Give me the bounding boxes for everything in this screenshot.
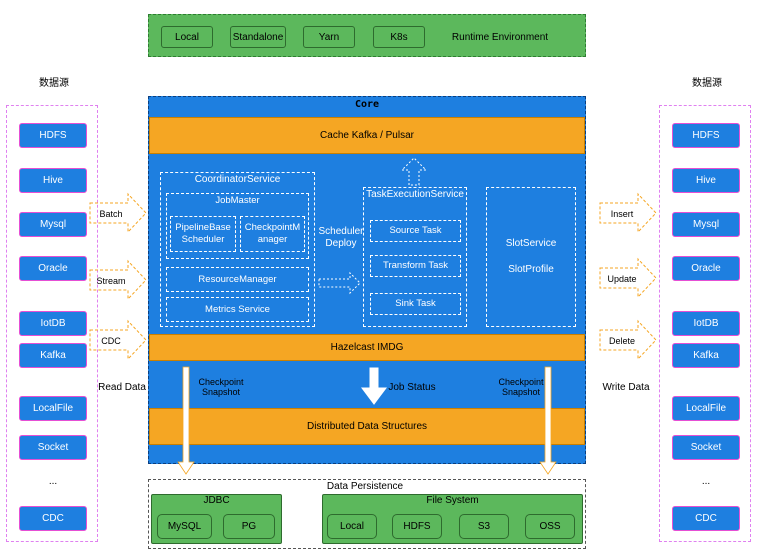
left-source-socket[interactable]: Socket (19, 435, 87, 460)
right-sink-title: 数据源 (692, 77, 722, 89)
hazelcast-imdg[interactable]: Hazelcast IMDG (149, 334, 585, 361)
job-status-arrow (361, 367, 387, 405)
delete-label: Delete (608, 335, 635, 346)
runtime-environment-panel (148, 14, 586, 57)
cp-right-line-1: Checkpoint (498, 377, 544, 387)
scheduler-deploy-label: Scheduler Deploy (316, 222, 366, 254)
right-sink-ellipsis: ... (701, 475, 711, 487)
coordinator-service-title: CoordinatorService (194, 173, 281, 185)
right-arrow-update (599, 257, 657, 299)
insert-label: Insert (610, 208, 634, 219)
right-arrow-insert (599, 192, 657, 234)
right-sink-column (659, 105, 751, 542)
read-data-label: Read Data (98, 381, 146, 393)
jdbc-mysql[interactable]: MySQL (157, 514, 212, 539)
cp-right-line-2: Snapshot (501, 387, 541, 397)
left-source-hdfs[interactable]: HDFS (19, 123, 87, 148)
task-execution-title: TaskExecutionService (366, 189, 464, 200)
checkpoint-right-arrow (539, 366, 557, 475)
checkpoint-line-2: anager (257, 234, 288, 245)
scheduler-deploy-arrow (318, 271, 361, 295)
right-sink-iotdb[interactable]: IotDB (672, 311, 740, 336)
right-sink-hdfs[interactable]: HDFS (672, 123, 740, 148)
slot-profile-label: SlotProfile (508, 264, 554, 275)
file-system-title: File System (426, 495, 479, 506)
update-label: Update (607, 273, 637, 284)
fs-hdfs[interactable]: HDFS (392, 514, 442, 539)
left-source-ellipsis: ... (48, 475, 58, 487)
batch-label: Batch (99, 208, 123, 219)
data-persistence-title: Data Persistence (326, 480, 404, 492)
core-title: Core (354, 98, 380, 110)
source-task[interactable]: Source Task (370, 220, 461, 242)
right-sink-kafka[interactable]: Kafka (672, 343, 740, 368)
cache-kafka-pulsar[interactable]: Cache Kafka / Pulsar (149, 117, 585, 154)
left-source-title: 数据源 (39, 77, 69, 89)
scheduler-line-1: Scheduler (318, 226, 364, 237)
metrics-service[interactable]: Metrics Service (166, 297, 309, 322)
fs-s3[interactable]: S3 (459, 514, 509, 539)
pipeline-line-2: Scheduler (181, 234, 225, 245)
checkpoint-line-1: CheckpointM (244, 222, 301, 233)
checkpoint-snapshot-left: Checkpoint Snapshot (190, 373, 252, 401)
right-sink-cdc[interactable]: CDC (672, 506, 740, 531)
left-source-cdc[interactable]: CDC (19, 506, 87, 531)
job-master[interactable] (166, 193, 309, 259)
core-panel (148, 96, 586, 464)
left-source-localfile[interactable]: LocalFile (19, 396, 87, 421)
fs-oss[interactable]: OSS (525, 514, 575, 539)
scheduler-line-2: Deploy (325, 238, 357, 249)
right-sink-localfile[interactable]: LocalFile (672, 396, 740, 421)
runtime-k8s[interactable]: K8s (373, 26, 425, 48)
right-arrow-delete (599, 319, 657, 361)
job-status-label: Job Status (388, 381, 436, 393)
left-source-column (6, 105, 98, 542)
cp-left-line-1: Checkpoint (198, 377, 244, 387)
right-sink-hive[interactable]: Hive (672, 168, 740, 193)
runtime-environment-label: Runtime Environment (451, 31, 549, 43)
sink-task[interactable]: Sink Task (370, 293, 461, 315)
right-sink-oracle[interactable]: Oracle (672, 256, 740, 281)
checkpoint-manager[interactable]: CheckpointM anager (240, 216, 305, 252)
runtime-standalone[interactable]: Standalone (230, 26, 286, 48)
left-arrow-batch (89, 192, 147, 234)
distributed-data-structures[interactable]: Distributed Data Structures (149, 408, 585, 445)
runtime-yarn[interactable]: Yarn (303, 26, 355, 48)
write-data-label: Write Data (602, 381, 650, 393)
stream-label: Stream (96, 275, 126, 286)
runtime-local[interactable]: Local (161, 26, 213, 48)
left-source-iotdb[interactable]: IotDB (19, 311, 87, 336)
slot-service[interactable]: SlotService SlotProfile (486, 187, 576, 327)
pipeline-base-scheduler[interactable]: PipelineBase Scheduler (170, 216, 236, 252)
resource-manager[interactable]: ResourceManager (166, 267, 309, 292)
up-arrow-cache (400, 157, 428, 186)
right-sink-socket[interactable]: Socket (672, 435, 740, 460)
right-sink-mysql[interactable]: Mysql (672, 212, 740, 237)
pipeline-line-1: PipelineBase (175, 222, 231, 233)
left-arrow-cdc (89, 319, 147, 361)
left-source-oracle[interactable]: Oracle (19, 256, 87, 281)
left-source-mysql[interactable]: Mysql (19, 212, 87, 237)
job-master-title: JobMaster (215, 194, 260, 206)
coordinator-service[interactable] (160, 172, 315, 327)
cp-left-line-2: Snapshot (201, 387, 241, 397)
checkpoint-snapshot-right: Checkpoint Snapshot (490, 373, 552, 401)
slot-service-label: SlotService (505, 238, 557, 249)
jdbc-pg[interactable]: PG (223, 514, 275, 539)
jdbc-title: JDBC (203, 495, 230, 506)
cdc-label: CDC (101, 335, 121, 346)
checkpoint-left-arrow (177, 366, 195, 475)
task-execution-service[interactable] (363, 187, 467, 327)
left-arrow-stream (89, 259, 147, 301)
fs-local[interactable]: Local (327, 514, 377, 539)
left-source-kafka[interactable]: Kafka (19, 343, 87, 368)
left-source-hive[interactable]: Hive (19, 168, 87, 193)
transform-task[interactable]: Transform Task (370, 255, 461, 277)
